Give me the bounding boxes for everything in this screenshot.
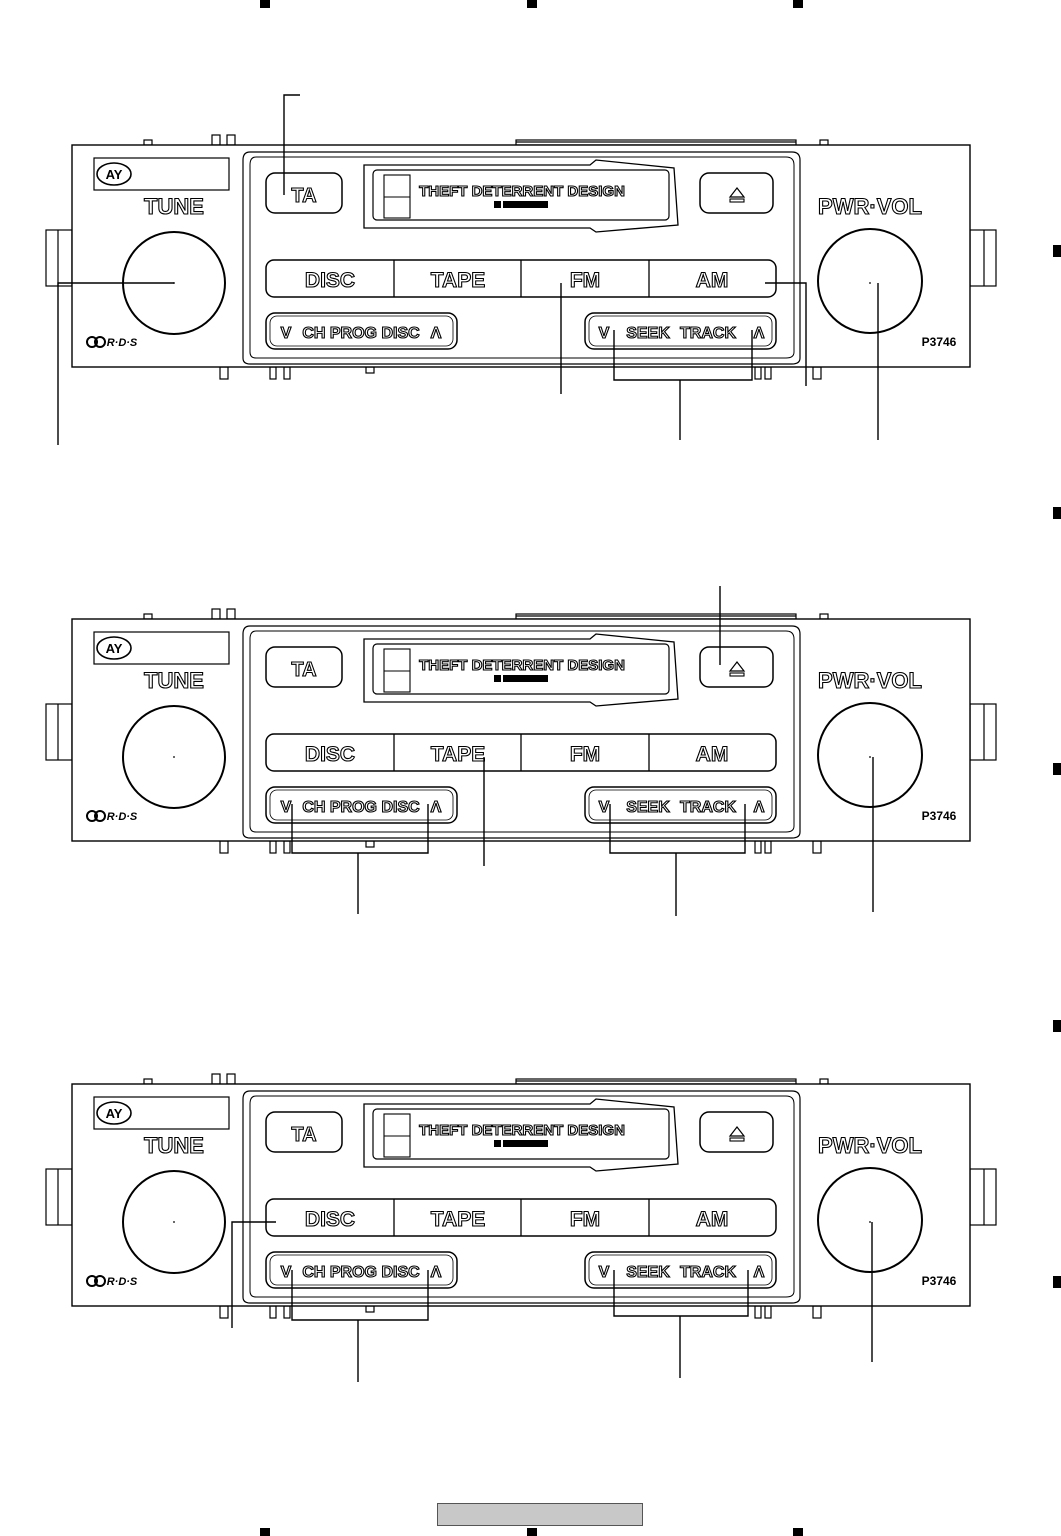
arrow-up-right: Λ	[754, 1264, 765, 1281]
am-button-label: AM	[696, 269, 729, 292]
panel-2-callouts	[291, 586, 874, 916]
theft-deterrent-text: THEFT DETERRENT DESIGN	[419, 657, 625, 674]
ta-button-label: TA	[291, 1124, 316, 1146]
arrow-up-left: Λ	[431, 1264, 442, 1281]
disc-button-label: DISC	[305, 743, 355, 766]
arrow-down-left: V	[281, 799, 292, 816]
radio-panel-3: AY TUNE PWR·VOL TA THEFT DETERRENT DESIG…	[45, 1073, 997, 1382]
tune-label: TUNE	[144, 1133, 204, 1158]
disc-button-label: DISC	[305, 269, 355, 292]
fm-button-label: FM	[570, 743, 600, 766]
ch-prog-disc-label: CH PROG DISC	[302, 1264, 420, 1281]
model-number: P3746	[922, 1274, 957, 1288]
am-button-label: AM	[696, 1208, 729, 1231]
arrow-down-left: V	[281, 325, 292, 342]
fm-button-label: FM	[570, 1208, 600, 1231]
seek-label: SEEK	[626, 325, 670, 342]
pwr-vol-label: PWR·VOL	[818, 1133, 922, 1158]
track-label: TRACK	[680, 1264, 736, 1281]
tape-button-label: TAPE	[431, 269, 485, 292]
arrow-down-right: V	[599, 325, 610, 342]
arrow-down-left: V	[281, 1264, 292, 1281]
track-label: TRACK	[680, 799, 736, 816]
seek-label: SEEK	[626, 799, 670, 816]
am-button-label: AM	[696, 743, 729, 766]
ch-prog-disc-label: CH PROG DISC	[302, 799, 420, 816]
tune-label: TUNE	[144, 668, 204, 693]
ta-button-label: TA	[291, 659, 316, 681]
theft-deterrent-text: THEFT DETERRENT DESIGN	[419, 1122, 625, 1139]
registration-marks	[260, 0, 1061, 1536]
rds-logo: R·D·S	[107, 337, 138, 349]
tape-button-label: TAPE	[431, 1208, 485, 1231]
panel-3-callouts	[231, 1221, 873, 1382]
footer-bar	[437, 1503, 643, 1526]
disc-button-label: DISC	[305, 1208, 355, 1231]
ay-badge: AY	[106, 167, 123, 182]
panel-1-labels: AY TUNE PWR·VOL TA THEFT DETERRENT DESIG…	[106, 167, 957, 349]
arrow-up-left: Λ	[431, 325, 442, 342]
ta-button-label: TA	[291, 185, 316, 207]
ay-badge: AY	[106, 1106, 123, 1121]
seek-label: SEEK	[626, 1264, 670, 1281]
track-label: TRACK	[680, 325, 736, 342]
radio-panel-1: AY TUNE PWR·VOL TA THEFT DETERRENT DESIG…	[45, 94, 997, 445]
ch-prog-disc-label: CH PROG DISC	[302, 325, 420, 342]
theft-deterrent-text: THEFT DETERRENT DESIGN	[419, 183, 625, 200]
tape-button-label: TAPE	[431, 743, 485, 766]
panel-3-labels: AY TUNE PWR·VOL TA THEFT DETERRENT DESIG…	[106, 1106, 957, 1288]
pwr-vol-label: PWR·VOL	[818, 194, 922, 219]
ay-badge: AY	[106, 641, 123, 656]
fm-button-label: FM	[570, 269, 600, 292]
panel-2-labels: AY TUNE PWR·VOL TA THEFT DETERRENT DESIG…	[106, 641, 957, 823]
arrow-down-right: V	[599, 1264, 610, 1281]
arrow-up-right: Λ	[754, 325, 765, 342]
model-number: P3746	[922, 809, 957, 823]
model-number: P3746	[922, 335, 957, 349]
tune-label: TUNE	[144, 194, 204, 219]
arrow-up-right: Λ	[754, 799, 765, 816]
radio-panel-2: AY TUNE PWR·VOL TA THEFT DETERRENT DESIG…	[45, 586, 997, 916]
panel-1-callouts	[57, 94, 879, 445]
arrow-up-left: Λ	[431, 799, 442, 816]
rds-logo: R·D·S	[107, 811, 138, 823]
arrow-down-right: V	[599, 799, 610, 816]
pwr-vol-label: PWR·VOL	[818, 668, 922, 693]
rds-logo: R·D·S	[107, 1276, 138, 1288]
